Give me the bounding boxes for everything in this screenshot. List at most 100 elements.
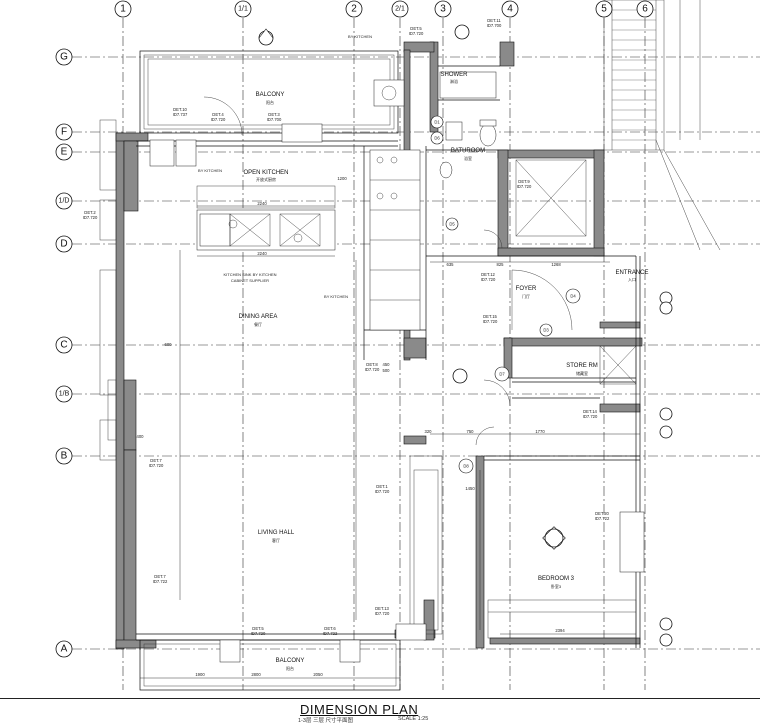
dim-600: 600 (165, 342, 173, 347)
dim-825: 825 (497, 262, 505, 267)
room-shower-en: SHOWER (441, 72, 469, 78)
grid-bubble-b: B (61, 451, 68, 462)
dimension-texts: 2240 2240 1200 2800 1900 2050 635 825 12… (137, 176, 566, 677)
detail-label: DET.5 (410, 26, 422, 31)
detail-ref: ID7.720 (481, 277, 496, 282)
dim-1200: 1200 (337, 176, 347, 181)
detail-ref: ID7.722 (153, 579, 168, 584)
room-entrance-cn: 入口 (628, 277, 636, 282)
bottom-balcony-rail (139, 623, 427, 691)
detail-label: DET.4 (212, 112, 224, 117)
door-tags: D1 D5 D4 D7 D8 D6 D3 (430, 115, 581, 474)
drawing-scale: SCALE 1:25 (398, 716, 429, 722)
dim-1450: 1450 (465, 486, 475, 491)
room-bedroom3-en: BEDROOM 3 (538, 576, 575, 582)
dim-450: 450 (383, 362, 391, 367)
detail-ref: ID7.722 (595, 516, 610, 521)
grid-bubble-2: 2 (351, 4, 357, 15)
detail-label: DET.12 (481, 272, 495, 277)
detail-label: DET.7 (150, 458, 162, 463)
detail-ref: ID7.720 (211, 117, 226, 122)
note-by-kitchen-left: BY KITCHEN (198, 168, 222, 173)
room-balcony-top-en: BALCONY (256, 92, 285, 98)
drawing-subtitle: 1-3层 三层 尺寸平面图 (298, 718, 354, 724)
detail-ref: ID7.700 (487, 23, 502, 28)
room-living-cn: 客厅 (272, 537, 280, 543)
grid-bubbles-left: G F E 1/D D C 1/B B A (55, 48, 73, 658)
detail-label: DET.2 (84, 210, 96, 215)
dim-2394: 2394 (555, 628, 565, 633)
room-labels: BALCONY 阳台 OPEN KITCHEN 开放式厨房 DINING ARE… (239, 72, 649, 671)
detail-label: DET.6 (324, 626, 336, 631)
detail-ref: ID7.722 (323, 631, 338, 636)
door-tag-d1: D1 (434, 120, 440, 125)
footer-rule (0, 698, 760, 699)
detail-ref: ID7.720 (83, 215, 98, 220)
detail-label: DET.8 (366, 362, 378, 367)
detail-ref: ID7.720 (583, 414, 598, 419)
grid-bubble-3: 3 (440, 4, 446, 15)
annotation-notes: BY KITCHEN BY KITCHEN BY KITCHEN KITCHEN… (198, 34, 372, 299)
detail-label: DET.13 (375, 606, 389, 611)
door-tag-d8: D8 (463, 464, 469, 469)
door-swings (203, 96, 573, 446)
room-store-cn: 储藏室 (576, 370, 588, 376)
grid-bubble-g: G (60, 52, 68, 63)
detail-label: DET.20 (595, 511, 609, 516)
stair (603, 0, 721, 251)
dim-320: 320 (425, 429, 433, 434)
note-cabinet-supplier: CABINET SUPPLIER (231, 278, 269, 283)
kitchen-top-fixtures (149, 79, 405, 167)
detail-ref: ID7.720 (251, 631, 266, 636)
detail-ref: ID7.720 (517, 184, 532, 189)
room-balcony-bottom-cn: 阳台 (286, 665, 294, 671)
dim-2050: 2050 (313, 672, 323, 677)
detail-label: DET.11 (487, 18, 501, 23)
room-bathroom-en: BATHROOM (451, 148, 485, 154)
detail-label: DET.3 (268, 112, 280, 117)
left-windows (99, 119, 117, 461)
grid-bubble-1: 1 (120, 4, 126, 15)
detail-label: DET.15 (483, 314, 497, 319)
grid-bubble-d: D (60, 239, 67, 250)
room-bathroom-cn: 浴室 (464, 155, 472, 161)
detail-ref: ID7.720 (149, 463, 164, 468)
door-tag-d3: D3 (543, 328, 549, 333)
door-tag-d5: D5 (449, 222, 455, 227)
detail-ref: ID7.720 (375, 611, 390, 616)
grid-bubble-1b: 1/B (59, 391, 70, 398)
grid-bubble-6: 6 (642, 4, 648, 15)
grid-bubble-4: 4 (507, 4, 513, 15)
note-by-kitchen-top: BY KITCHEN (348, 34, 372, 39)
dim-750: 750 (467, 429, 475, 434)
dim-500: 500 (383, 368, 391, 373)
detail-ref: ID7.737 (173, 112, 188, 117)
note-by-kitchen-mid: BY KITCHEN (324, 294, 348, 299)
door-tag-d6: D6 (434, 136, 440, 141)
detail-ref: ID7.720 (483, 319, 498, 324)
door-tag-d4: D4 (570, 294, 576, 299)
detail-label: DET.14 (583, 409, 597, 414)
dim-kitchen-length: 2240 (257, 201, 267, 206)
detail-ref: ID7.720 (365, 367, 380, 372)
room-shower-cn: 淋浴 (450, 78, 458, 84)
dim-kitchen-length-b: 2240 (257, 251, 267, 256)
grid-bubble-1d: 1/D (59, 198, 70, 205)
note-kitchen-sink: KITCHEN SINK BY KITCHEN (223, 272, 276, 277)
door-tag-d7: D7 (499, 372, 505, 377)
room-open-kitchen-en: OPEN KITCHEN (243, 170, 288, 176)
dim-1268: 1268 (551, 262, 561, 267)
room-store-en: STORE RM (566, 363, 598, 369)
elevation-callouts (258, 24, 673, 647)
detail-callouts: DET.10 ID7.737 DET.5 ID7.720 DET.11 ID7.… (83, 18, 610, 636)
room-foyer-en: FOYER (516, 286, 537, 292)
drawing-title: DIMENSION PLAN (300, 702, 419, 717)
detail-label: DET.9 (518, 179, 530, 184)
grid-bubble-e-top: E (61, 147, 68, 158)
kitchen-island (196, 185, 336, 251)
bathroom-fixtures (439, 71, 497, 179)
detail-label: DET.10 (173, 107, 187, 112)
room-dining-en: DINING AREA (239, 314, 278, 320)
room-balcony-top-cn: 阳台 (266, 99, 274, 105)
